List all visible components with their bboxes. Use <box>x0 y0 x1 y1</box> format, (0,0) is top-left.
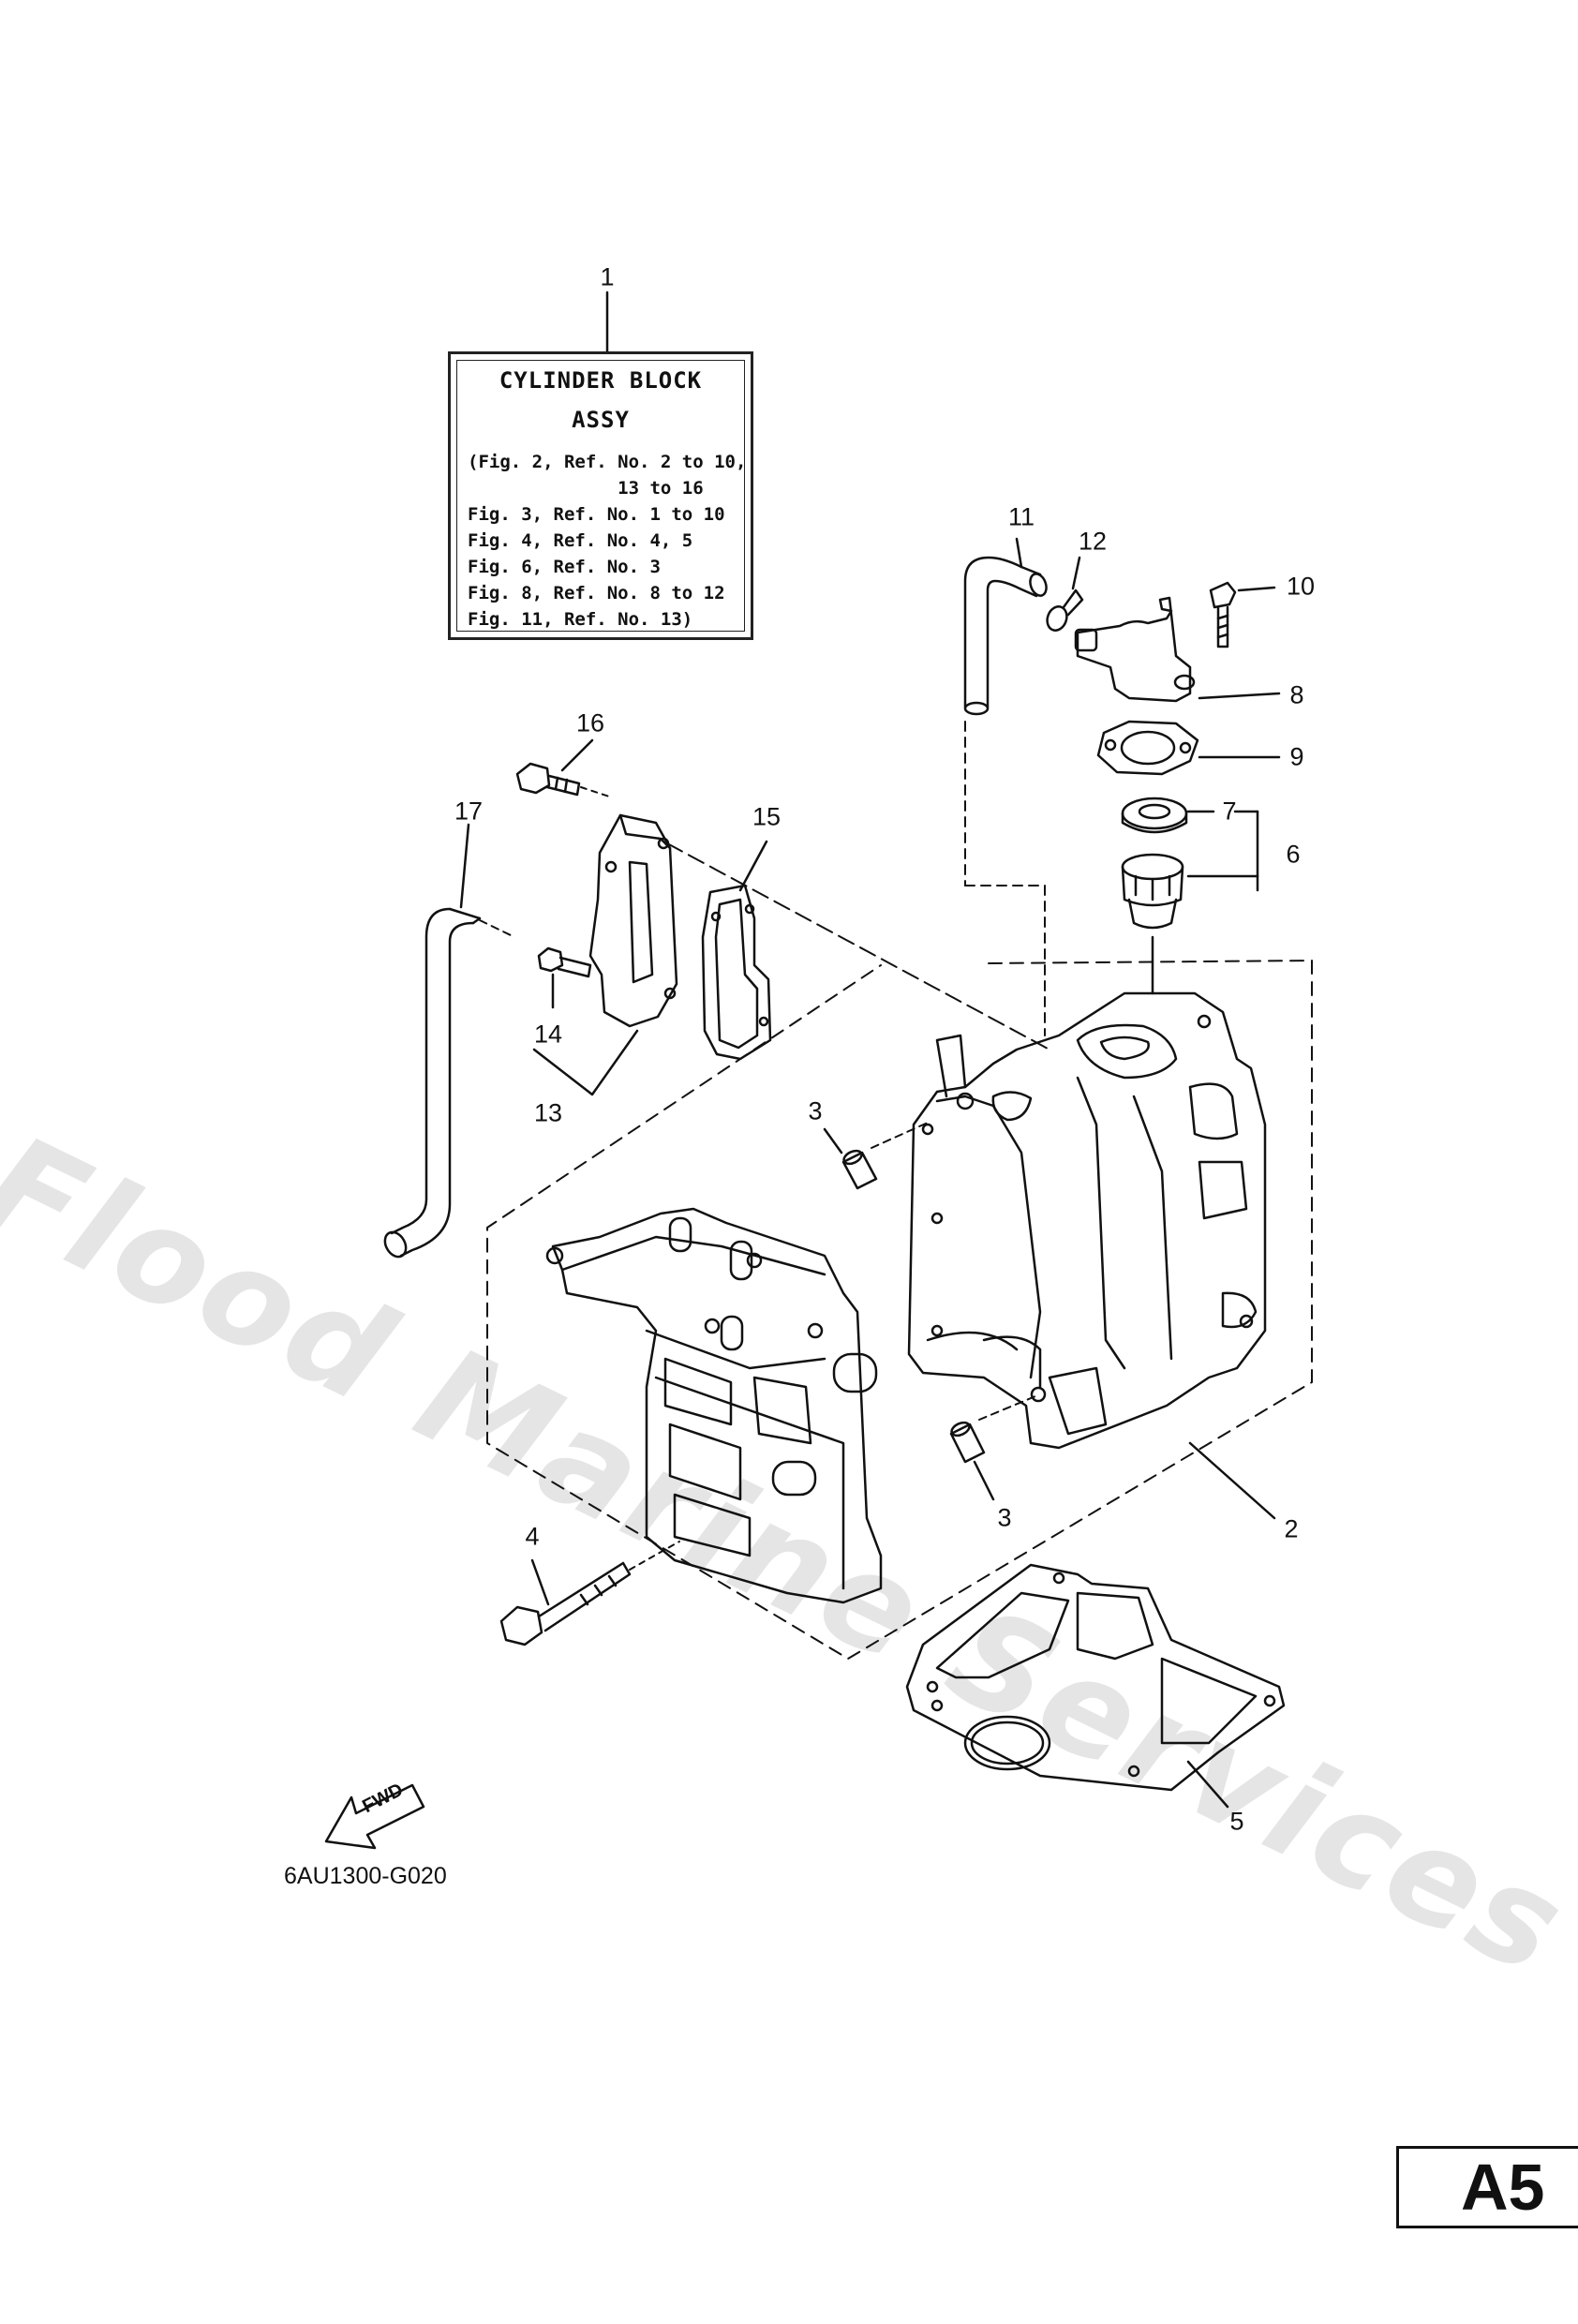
callout-8: 8 <box>1289 680 1304 709</box>
diagram-code: 6AU1300-G020 <box>284 1863 447 1889</box>
bolt-14 <box>537 946 592 1009</box>
callout-16: 16 <box>575 708 605 737</box>
callout-4: 4 <box>525 1522 540 1551</box>
assembly-label-box: CYLINDER BLOCK ASSY (Fig. 2, Ref. No. 2 … <box>448 351 753 640</box>
fwd-arrow-icon <box>324 1783 425 1850</box>
label-title-line2: ASSY <box>572 407 630 433</box>
hose-17 <box>383 823 512 1259</box>
gasket-15 <box>701 840 772 1061</box>
gasket-5 <box>905 1563 1286 1809</box>
bolt-16 <box>515 738 610 797</box>
callout-12: 12 <box>1078 527 1108 556</box>
callout-3: 3 <box>997 1503 1012 1532</box>
label-ref-line: (Fig. 2, Ref. No. 2 to 10, <box>468 452 747 472</box>
seal-7 <box>1121 797 1215 834</box>
label-ref-line: Fig. 4, Ref. No. 4, 5 <box>468 530 693 551</box>
label-ref-line: 13 to 16 <box>468 478 704 499</box>
gasket-9 <box>1096 720 1281 776</box>
bolt-4 <box>499 1541 680 1646</box>
callout-15: 15 <box>752 802 782 831</box>
callout-1: 1 <box>600 262 615 291</box>
label-ref-line: Fig. 11, Ref. No. 13) <box>468 609 693 630</box>
clip-12 <box>1046 556 1084 632</box>
label-ref-line: Fig. 8, Ref. No. 8 to 12 <box>468 583 725 603</box>
callout-3: 3 <box>808 1096 823 1125</box>
page-label-box: A5 <box>1396 2146 1578 2228</box>
page-label: A5 <box>1461 2151 1545 2224</box>
callout-17: 17 <box>454 797 484 826</box>
callout-5: 5 <box>1229 1807 1244 1836</box>
thermostat-cover-8 <box>1074 596 1281 703</box>
callout-13: 13 <box>533 1098 563 1127</box>
cylinder-block-2 <box>907 991 1276 1520</box>
bolt-10 <box>1209 581 1276 648</box>
thermostat-6 <box>1121 810 1259 995</box>
label-ref-line: Fig. 3, Ref. No. 1 to 10 <box>468 504 725 525</box>
dowel-pin-3a <box>823 1122 929 1190</box>
callout-9: 9 <box>1289 742 1304 771</box>
cover-13 <box>532 813 1050 1096</box>
callout-6: 6 <box>1286 840 1301 869</box>
dashed-envelope <box>486 960 1313 1660</box>
callout-14: 14 <box>533 1020 563 1049</box>
callout-11: 11 <box>1007 502 1035 531</box>
crankcase <box>545 1207 883 1604</box>
dowel-pin-3b <box>949 1395 1036 1501</box>
callout-10: 10 <box>1286 572 1316 601</box>
label-ref-line: Fig. 6, Ref. No. 3 <box>468 557 661 577</box>
callout-7: 7 <box>1222 797 1237 826</box>
label-title-line1: CYLINDER BLOCK <box>499 367 703 394</box>
callout-2: 2 <box>1284 1514 1299 1543</box>
hose-11 <box>963 537 1048 1036</box>
label-box-inner-frame <box>456 360 745 632</box>
